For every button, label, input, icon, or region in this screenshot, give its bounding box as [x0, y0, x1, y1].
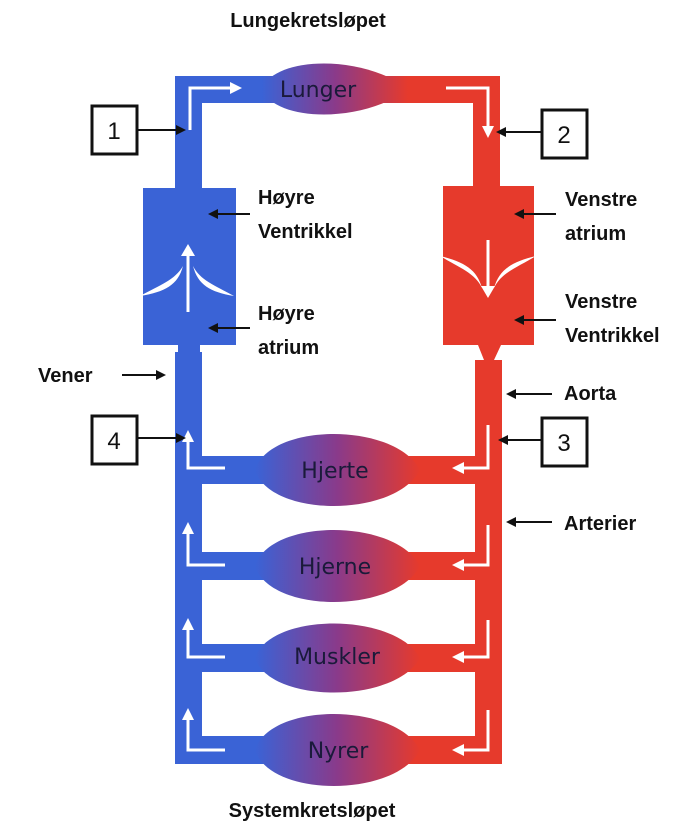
callout-4: 4: [90, 414, 186, 466]
arteries-label: Arterier: [506, 513, 636, 535]
kidneys-label: Nyrer: [308, 739, 370, 764]
svg-text:Venstre: Venstre: [565, 291, 637, 313]
arrow-down-icon: [482, 126, 494, 138]
lungs-organ: Lunger: [262, 63, 408, 115]
valve-left-flap: [140, 266, 183, 296]
left-atrium-label: Venstre atrium: [514, 189, 637, 245]
brain-label: Hjerne: [299, 555, 371, 580]
arrow-left-icon: [496, 127, 506, 137]
right-heart: [140, 175, 236, 352]
arrow-left-icon: [514, 209, 524, 219]
svg-text:Høyre: Høyre: [258, 303, 315, 325]
arrow-left-icon: [452, 462, 464, 474]
heart-label: Hjerte: [301, 459, 368, 484]
svg-text:atrium: atrium: [565, 223, 626, 245]
arrow-left-icon: [514, 315, 524, 325]
kidneys-organ: Nyrer: [255, 714, 420, 786]
svg-text:2: 2: [557, 122, 570, 149]
systemic-circuit-title: Systemkretsløpet: [229, 800, 396, 822]
left-ventricle-label: Venstre Ventrikkel: [514, 291, 660, 347]
arrow-left-icon: [498, 435, 508, 445]
svg-text:4: 4: [107, 428, 120, 455]
svg-text:Venstre: Venstre: [565, 189, 637, 211]
right-atrium-label: Høyre atrium: [208, 303, 319, 359]
arrow-left-icon: [452, 744, 464, 756]
svg-text:Aorta: Aorta: [564, 383, 617, 405]
svg-text:Arterier: Arterier: [564, 513, 636, 535]
arrow-right-icon: [156, 370, 166, 380]
arrow-right-icon: [176, 433, 186, 443]
pulmonary-circuit-title: Lungekretsløpet: [230, 10, 386, 32]
arrow-right-icon: [230, 82, 242, 94]
arrow-left-icon: [452, 559, 464, 571]
veins-label: Vener: [38, 365, 166, 387]
arrow-up-icon: [182, 522, 194, 534]
callout-2: 2: [496, 108, 589, 160]
flow-arrows: [182, 82, 494, 756]
svg-text:atrium: atrium: [258, 337, 319, 359]
aorta-label: Aorta: [506, 383, 617, 405]
svg-text:Ventrikkel: Ventrikkel: [258, 221, 353, 243]
svg-text:1: 1: [107, 118, 120, 145]
arrow-left-icon: [506, 517, 516, 527]
heart-organ: Hjerte: [255, 434, 420, 506]
lungs-label: Lunger: [280, 78, 357, 103]
callout-1: 1: [90, 104, 186, 156]
svg-text:Vener: Vener: [38, 365, 93, 387]
arrow-left-icon: [452, 651, 464, 663]
arrow-right-icon: [176, 125, 186, 135]
svg-text:Ventrikkel: Ventrikkel: [565, 325, 660, 347]
brain-organ: Hjerne: [255, 530, 420, 602]
left-heart: [440, 178, 536, 360]
arrow-left-icon: [208, 323, 218, 333]
arrow-up-icon: [182, 708, 194, 720]
valve-right-flap: [193, 266, 234, 296]
arrow-left-icon: [208, 209, 218, 219]
arrow-up-icon: [182, 618, 194, 630]
svg-text:Høyre: Høyre: [258, 187, 315, 209]
muscles-label: Muskler: [294, 645, 381, 670]
muscles-organ: Muskler: [255, 623, 420, 693]
svg-text:3: 3: [557, 430, 570, 457]
right-ventricle-label: Høyre Ventrikkel: [208, 187, 353, 243]
callout-3: 3: [498, 416, 589, 468]
arrow-left-icon: [506, 389, 516, 399]
arrow-up-icon: [182, 430, 194, 442]
